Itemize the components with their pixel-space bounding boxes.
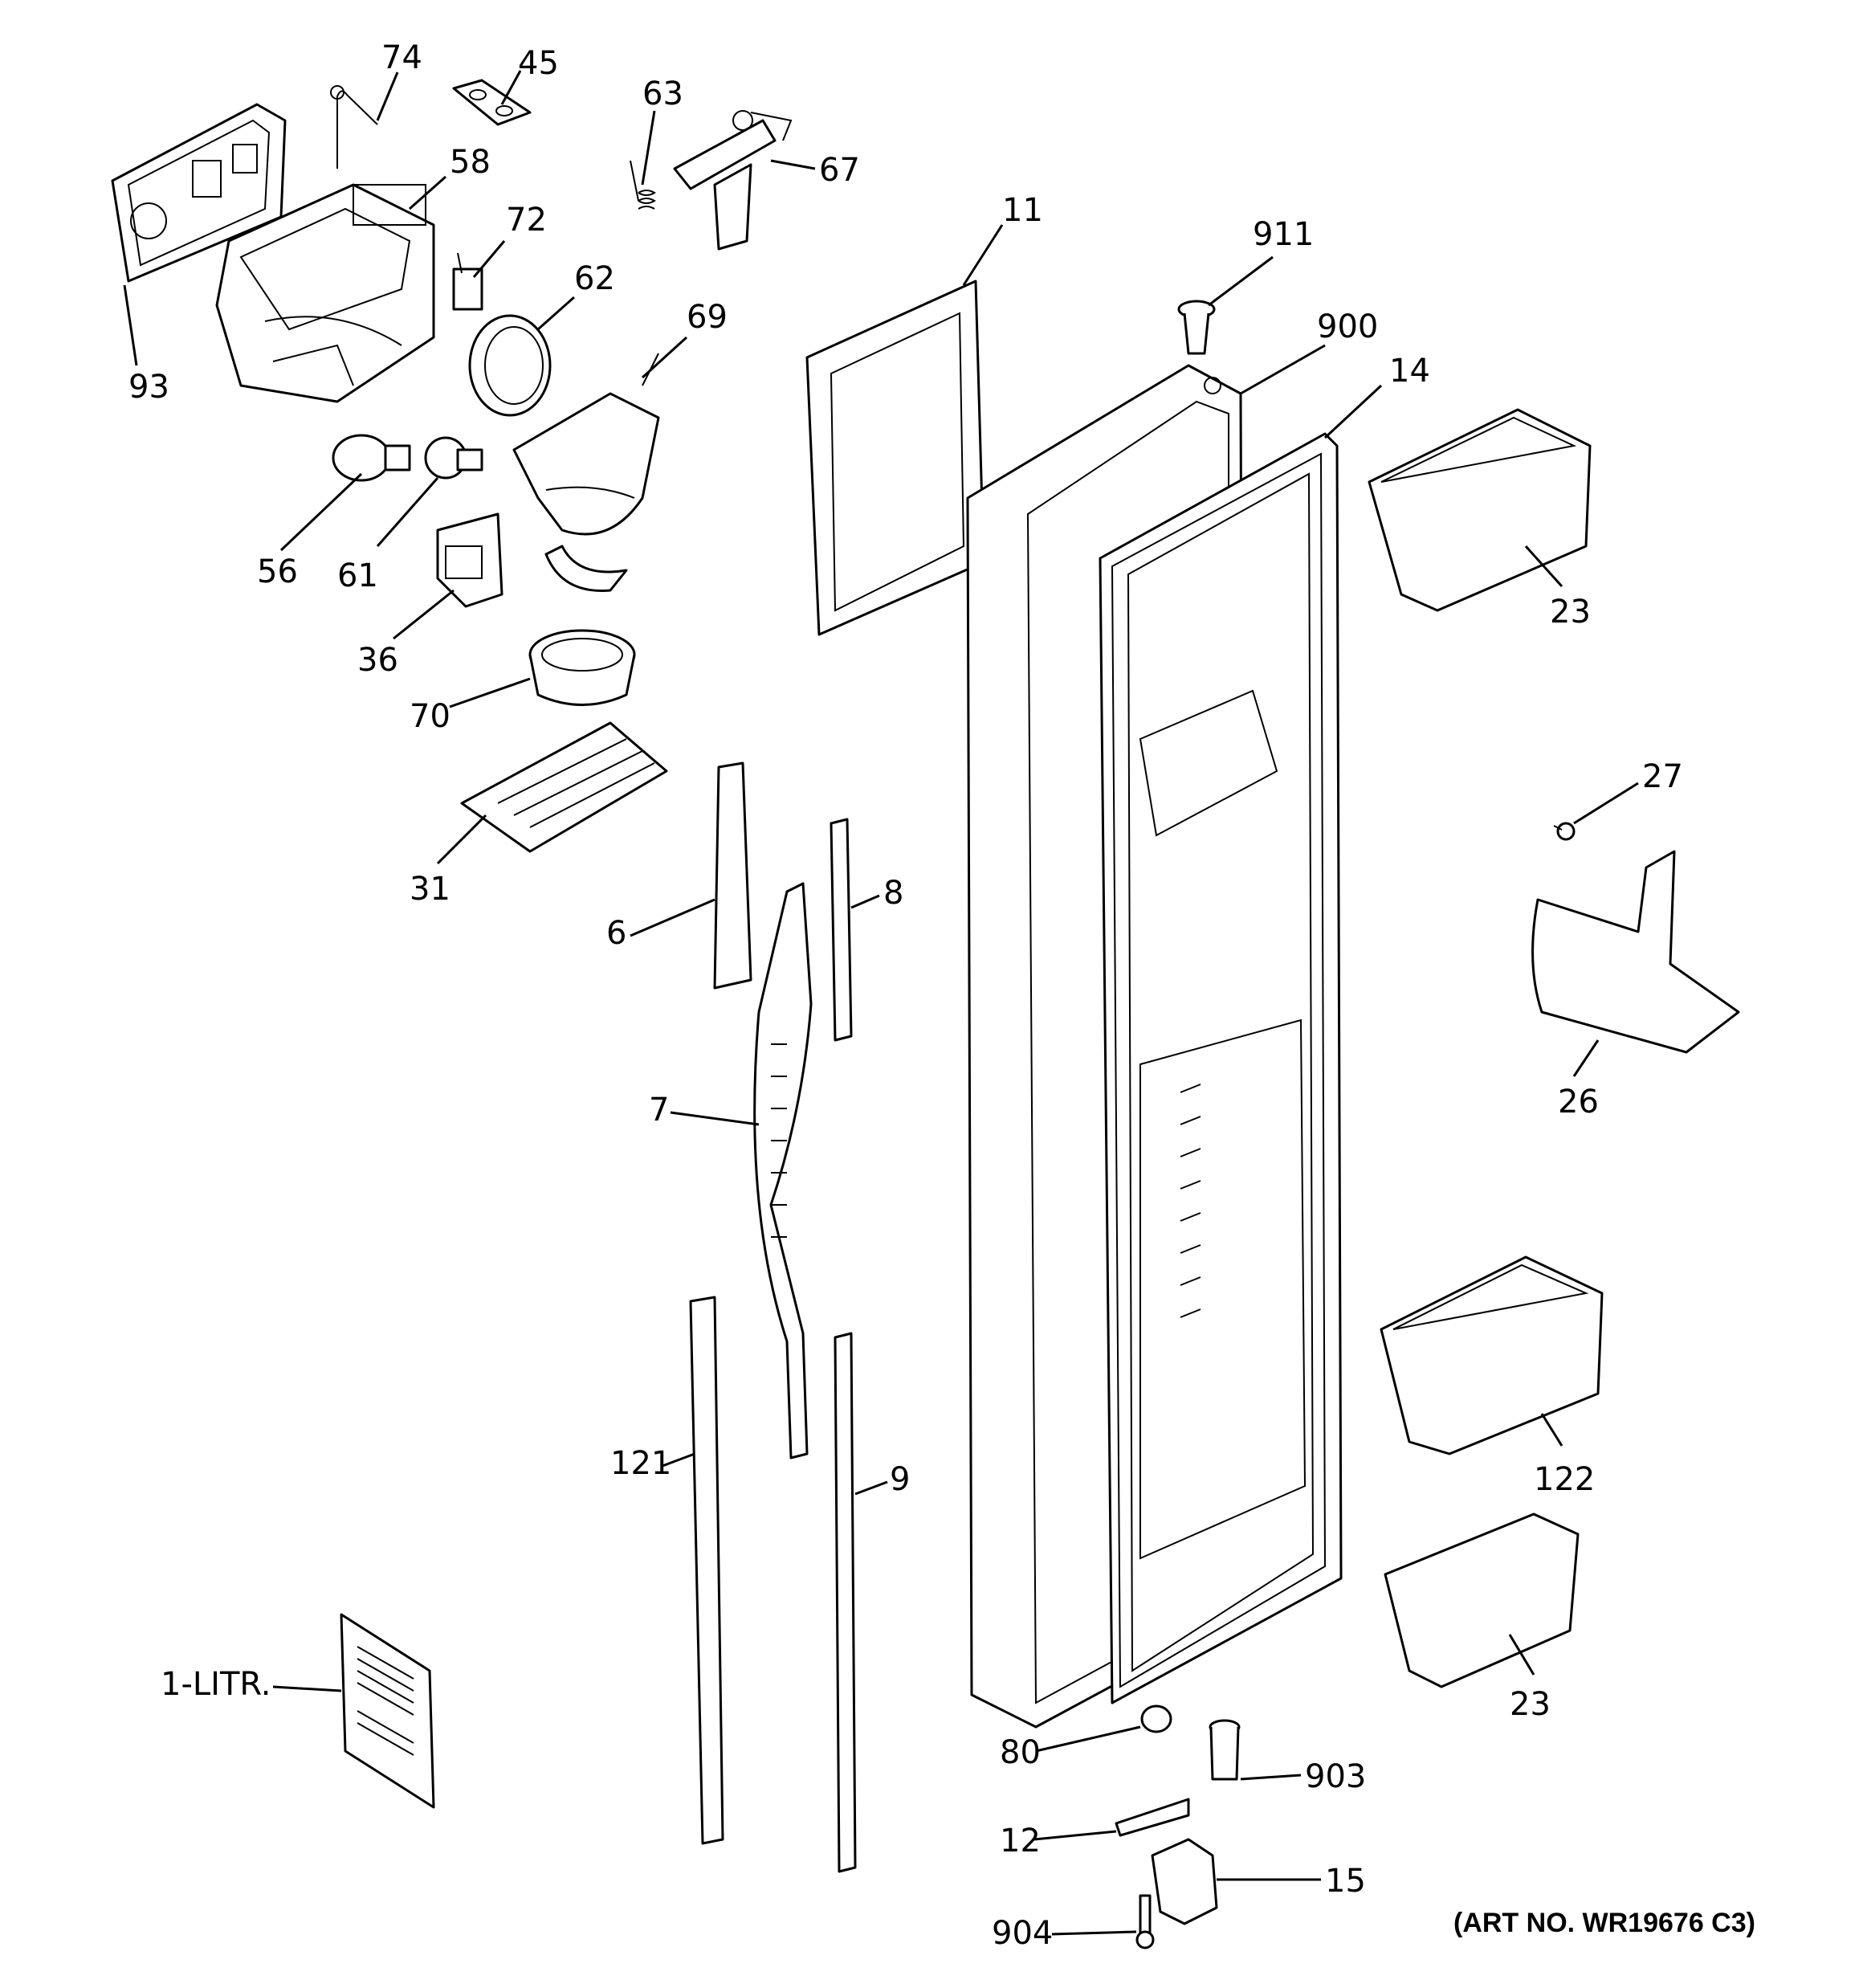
part-6-trim bbox=[713, 761, 752, 990]
part-93-control-board bbox=[111, 103, 287, 283]
part-911-bushing bbox=[1177, 300, 1216, 355]
callout-23-lower: 23 bbox=[1510, 1686, 1551, 1723]
part-26-cover bbox=[1531, 850, 1740, 1054]
part-122-door-bin-middle bbox=[1380, 1255, 1604, 1455]
callout-12: 12 bbox=[1000, 1823, 1041, 1859]
part-8-strip bbox=[830, 818, 853, 1042]
callout-911: 911 bbox=[1253, 216, 1314, 253]
callout-36: 36 bbox=[357, 642, 398, 679]
part-904-screw bbox=[1135, 1894, 1155, 1949]
callout-121: 121 bbox=[610, 1445, 671, 1482]
part-67-actuator bbox=[673, 110, 793, 251]
part-63-spring bbox=[630, 160, 656, 210]
callout-74: 74 bbox=[381, 39, 422, 76]
callout-45: 45 bbox=[518, 45, 559, 82]
callout-67: 67 bbox=[819, 152, 860, 189]
callout-61: 61 bbox=[337, 557, 378, 594]
part-11-frame bbox=[805, 280, 985, 636]
art-number: (ART NO. WR19676 C3) bbox=[1453, 1908, 1755, 1938]
part-23-door-bin-upper bbox=[1368, 408, 1592, 612]
part-15-hinge bbox=[1151, 1838, 1218, 1925]
part-62-ring bbox=[468, 314, 552, 417]
part-80-bushing bbox=[1140, 1704, 1172, 1733]
part-36-bracket bbox=[436, 512, 503, 608]
callout-7: 7 bbox=[649, 1092, 669, 1129]
part-56-motor bbox=[332, 434, 411, 482]
part-1-litr-booklet bbox=[340, 1613, 435, 1809]
callout-900: 900 bbox=[1317, 308, 1378, 345]
callout-9: 9 bbox=[890, 1461, 910, 1498]
callout-8: 8 bbox=[883, 875, 903, 912]
part-72-switch bbox=[452, 252, 483, 311]
callout-904: 904 bbox=[992, 1915, 1053, 1952]
callout-56: 56 bbox=[257, 553, 298, 590]
callout-6: 6 bbox=[606, 915, 626, 952]
callout-labels: 74 45 63 67 58 72 62 11 911 69 900 14 93… bbox=[128, 39, 1755, 1952]
part-70-cup bbox=[528, 629, 636, 706]
callout-62: 62 bbox=[574, 260, 615, 297]
part-31-drip-tray bbox=[460, 721, 668, 853]
part-27-screw bbox=[1553, 822, 1576, 841]
part-14-gasket bbox=[1099, 432, 1343, 1704]
part-7-handle bbox=[753, 882, 813, 1459]
part-74-spring bbox=[330, 85, 378, 169]
callout-15: 15 bbox=[1325, 1863, 1366, 1900]
callout-903: 903 bbox=[1305, 1758, 1366, 1795]
callout-1-litr: 1-LITR. bbox=[161, 1666, 271, 1703]
callout-63: 63 bbox=[642, 76, 683, 112]
callout-72: 72 bbox=[506, 202, 547, 239]
callout-23-upper: 23 bbox=[1550, 594, 1591, 631]
part-61-gear bbox=[424, 436, 483, 480]
part-9-strip bbox=[834, 1332, 857, 1873]
callout-69: 69 bbox=[687, 299, 728, 336]
part-121-trim bbox=[689, 1296, 724, 1845]
part-45-bracket bbox=[452, 79, 532, 126]
part-23-door-bin-lower bbox=[1384, 1512, 1580, 1688]
callout-80: 80 bbox=[1000, 1734, 1041, 1771]
callout-27: 27 bbox=[1642, 758, 1683, 795]
leader-lines bbox=[123, 70, 1639, 1936]
callout-122: 122 bbox=[1534, 1461, 1595, 1498]
callout-70: 70 bbox=[410, 698, 450, 735]
callout-11: 11 bbox=[1002, 192, 1043, 229]
callout-14: 14 bbox=[1389, 353, 1430, 390]
part-58-dispenser-housing bbox=[215, 183, 435, 403]
callout-58: 58 bbox=[450, 144, 491, 181]
callout-26: 26 bbox=[1558, 1084, 1599, 1121]
part-903-bushing bbox=[1209, 1719, 1241, 1781]
callout-31: 31 bbox=[410, 871, 450, 908]
callout-93: 93 bbox=[128, 369, 169, 406]
part-12-hinge bbox=[1115, 1798, 1190, 1837]
part-69-chute bbox=[512, 353, 660, 592]
